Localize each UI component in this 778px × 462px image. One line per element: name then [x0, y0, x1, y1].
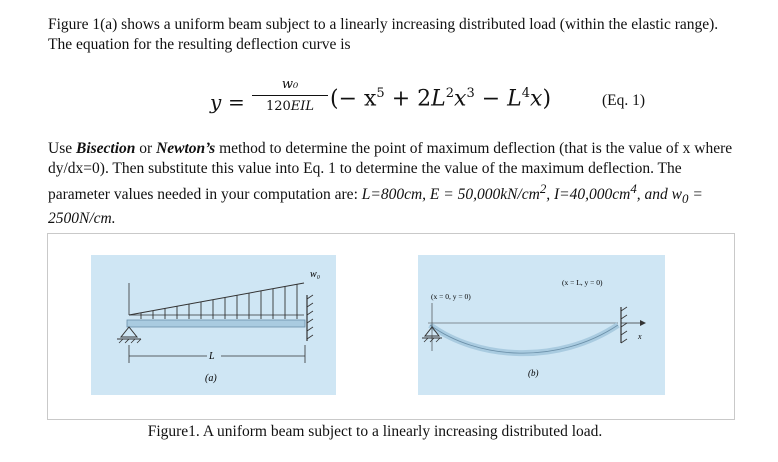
eq-equals: = [228, 90, 245, 114]
figure-caption: Figure1. A uniform beam subject to a lin… [147, 423, 603, 440]
load-outline [128, 282, 305, 316]
eq-y: y [210, 90, 222, 114]
eq-numerator: w₀ [281, 77, 299, 92]
left-boundary-label: (x = 0, y = 0) [431, 292, 471, 301]
axis-x-label: x [637, 332, 642, 341]
parameter-values: L=800cm, E = 50,000kN/cm2, I=40,000cm4, … [48, 181, 703, 228]
beam-load-diagram: w₀ L (a) [117, 269, 321, 384]
fixed-wall-icon [306, 294, 314, 341]
eq-denominator: 120EIL [265, 99, 315, 114]
sublabel-b: (b) [528, 368, 539, 378]
span-label-L: L [208, 351, 215, 362]
instructions-paragraph: Use Bisection or Newton’s method to dete… [48, 140, 733, 228]
deflection-equation: y = w₀ 120EIL (− x5 + 2L2x3 − L4x) [210, 76, 750, 126]
intro-paragraph: Figure 1(a) shows a uniform beam subject… [48, 16, 719, 53]
load-label-w0: w₀ [310, 269, 321, 280]
deflected-beam-outline [429, 324, 619, 354]
x-axis-arrow-icon [640, 320, 646, 326]
deflection-curve-diagram: x (x = 0, y = 0) (x = L, y = 0) (b) [422, 278, 646, 378]
pin-support-icon [117, 326, 142, 344]
eq-polynomial: (− x5 + 2L2x3 − L4x) [330, 86, 552, 112]
figure-panel-b: x (x = 0, y = 0) (x = L, y = 0) (b) [418, 255, 665, 395]
load-arrows [140, 284, 298, 319]
deflected-beam [428, 322, 620, 357]
newton-term: Newton’s [156, 140, 216, 157]
sublabel-a: (a) [205, 373, 217, 384]
figure-panel-a: w₀ L (a) [91, 255, 336, 395]
fraction-bar [252, 95, 328, 96]
bisection-term: Bisection [75, 140, 136, 157]
equation-number: (Eq. 1) [602, 92, 646, 109]
right-boundary-label: (x = L, y = 0) [562, 278, 603, 287]
figure-box: w₀ L (a) [47, 233, 735, 420]
eq-fraction: w₀ 120EIL [252, 76, 328, 115]
beam [126, 319, 306, 328]
fixed-wall-icon [620, 306, 628, 344]
